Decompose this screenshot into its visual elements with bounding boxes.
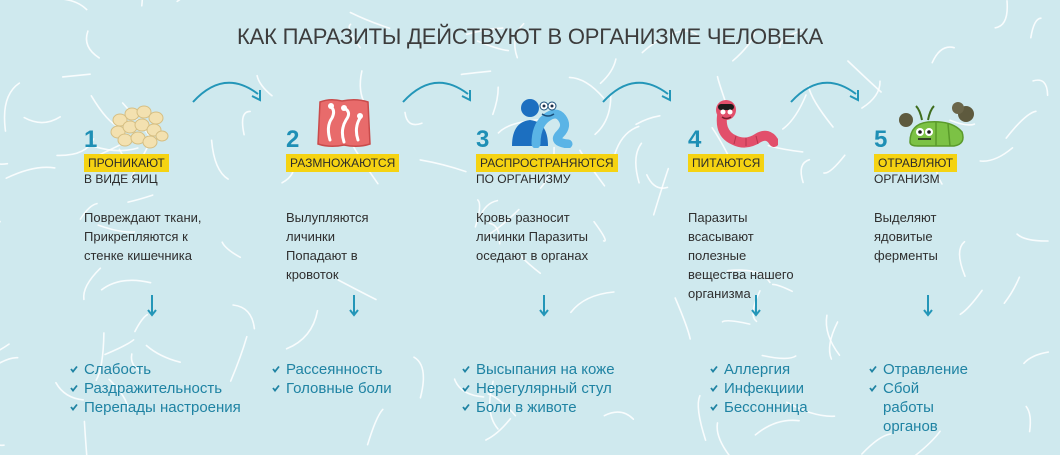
step-label: ПРОНИКАЮТ: [84, 154, 169, 172]
check-icon: [710, 403, 718, 411]
check-icon: [70, 403, 78, 411]
list-item: Раздражительность: [70, 379, 241, 398]
arrow-4-to-5-icon: [790, 81, 859, 103]
down-arrow-icon: [751, 295, 761, 317]
step-label: ПИТАЮТСЯ: [688, 154, 765, 172]
list-item: Перепады настроения: [70, 398, 241, 417]
check-icon: [462, 365, 470, 373]
check-icon: [272, 365, 280, 373]
down-arrow-icon: [539, 295, 549, 317]
step-number: 5: [874, 126, 888, 153]
list-item: Головные боли: [272, 379, 392, 398]
worm-human-icon: [512, 99, 573, 148]
check-icon: [710, 384, 718, 392]
effects-list: Отравление Сбой работы органов: [869, 360, 968, 436]
down-arrow-icon: [923, 295, 933, 317]
effects-list: Высыпания на коже Нерегулярный стул Боли…: [462, 360, 615, 417]
check-icon: [710, 365, 718, 373]
list-item: Инфекциии: [710, 379, 808, 398]
list-item: Нерегулярный стул: [462, 379, 615, 398]
down-arrow-icon: [349, 295, 359, 317]
check-icon: [70, 365, 78, 373]
list-item: Боли в животе: [462, 398, 615, 417]
arrow-1-to-2-icon: [192, 81, 261, 103]
list-item: Слабость: [70, 360, 241, 379]
check-icon: [869, 384, 877, 392]
step-sub-label: ПО ОРГАНИЗМУ: [476, 172, 571, 186]
green-bug-icon: [899, 102, 974, 147]
list-item: Рассеянность: [272, 360, 392, 379]
check-icon: [70, 384, 78, 392]
step-number: 2: [286, 126, 300, 153]
list-item: работы: [883, 399, 934, 416]
step-label: РАСПРОСТРАНЯЮТСЯ: [476, 154, 618, 172]
effects-list: Аллергия Инфекциии Бессонница: [710, 360, 808, 417]
list-item: Отравление: [869, 360, 968, 379]
step-sub-label: ОРГАНИЗМ: [874, 172, 940, 186]
check-icon: [462, 384, 470, 392]
effects-list: Слабость Раздражительность Перепады наст…: [70, 360, 241, 417]
arrow-2-to-3-icon: [402, 81, 471, 103]
effects-list: Рассеянность Головные боли: [272, 360, 392, 398]
step-1: 1 ПРОНИКАЮТ В ВИДЕ ЯИЦ Повреждают ткани,…: [70, 96, 284, 446]
check-icon: [869, 365, 877, 373]
pink-worm-icon: [716, 100, 778, 148]
list-item: Сбой: [869, 379, 968, 398]
larvae-icon: [317, 98, 371, 148]
step-sub-label: В ВИДЕ ЯИЦ: [84, 172, 158, 186]
step-number: 3: [476, 126, 490, 153]
page-title: КАК ПАРАЗИТЫ ДЕЙСТВУЮТ В ОРГАНИЗМЕ ЧЕЛОВ…: [236, 24, 823, 49]
step-number: 1: [84, 126, 98, 153]
arrow-3-to-4-icon: [602, 81, 671, 103]
check-icon: [272, 384, 280, 392]
list-item: Аллергия: [710, 360, 808, 379]
eggs-icon: [110, 105, 169, 149]
step-3: 3 РАСПРОСТРАНЯЮТСЯ ПО ОРГАНИЗМУ Кровь ра…: [462, 96, 676, 446]
step-number: 4: [688, 126, 702, 153]
list-item: Высыпания на коже: [462, 360, 615, 379]
check-icon: [462, 403, 470, 411]
list-item: органов: [883, 418, 938, 435]
list-item: Бессонница: [710, 398, 808, 417]
step-label: ОТРАВЛЯЮТ: [874, 154, 958, 172]
step-label: РАЗМНОЖАЮТСЯ: [286, 154, 400, 172]
down-arrow-icon: [147, 295, 157, 317]
